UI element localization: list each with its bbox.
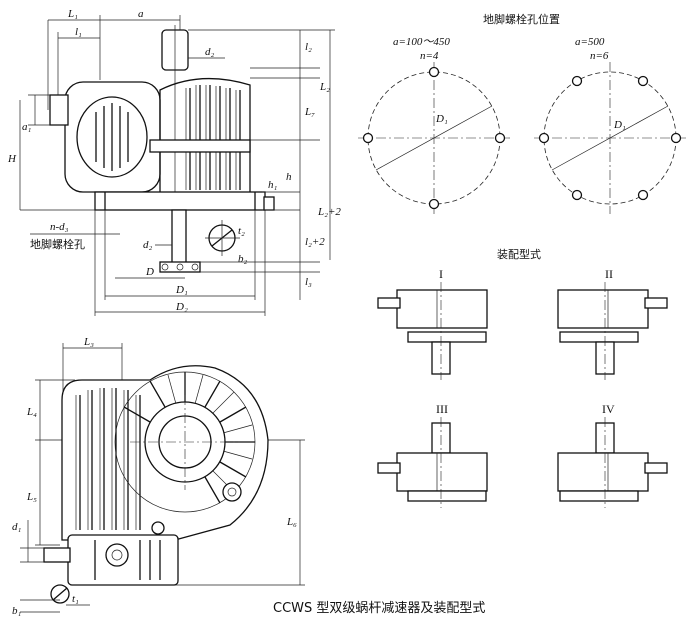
label-d2: d₂ xyxy=(205,46,215,58)
label-d1: d₁ xyxy=(12,521,22,533)
label-l3: l₃ xyxy=(305,276,312,288)
assembly-types: 装配型式 I II III xyxy=(377,247,668,508)
bolt-left-a: a=100～450 xyxy=(393,36,450,48)
label-H: H xyxy=(7,153,17,165)
label-L3: L₃ xyxy=(83,336,94,348)
label-L6: L₆ xyxy=(286,516,297,528)
label-D1: D₁ xyxy=(175,284,188,296)
label-l1: l₁ xyxy=(75,26,82,38)
label-b2: b₂ xyxy=(238,253,248,265)
figure-caption: CCWS 型双级蜗杆减速器及装配型式 xyxy=(273,600,485,616)
side-view: L₃ L₄ L₅ L₆ xyxy=(12,336,305,617)
assembly-label-IV: IV xyxy=(602,402,615,416)
assembly-type-IV: IV xyxy=(557,402,668,508)
housing-fins xyxy=(185,85,241,190)
assembly-title: 装配型式 xyxy=(497,247,541,261)
assembly-label-II: II xyxy=(605,267,613,281)
assembly-label-III: III xyxy=(436,402,448,416)
assembly-type-II: II xyxy=(557,267,668,380)
label-l2: l₂ xyxy=(305,41,312,53)
bolt-right-a: a=500 xyxy=(575,36,605,48)
label-L2: L₂ xyxy=(319,81,330,93)
assembly-type-I: I xyxy=(377,267,488,380)
assembly-type-III: III xyxy=(377,402,488,508)
label-L1: L₁ xyxy=(67,8,78,20)
side-fins xyxy=(75,388,141,530)
bolt-left-D1: D₁ xyxy=(435,113,448,125)
label-L5: L₅ xyxy=(26,491,37,503)
label-b1: b₁ xyxy=(12,605,22,617)
label-h: h xyxy=(286,171,292,183)
label-D: D xyxy=(145,266,154,278)
bolt-hole-layouts: 地脚螺栓孔位置 a=100～450 n=4 D₁ a=500 n=6 D₁ xyxy=(358,12,686,214)
label-t2: t₂ xyxy=(238,225,245,237)
label-L2plus2: L₂+2 xyxy=(317,206,341,218)
bolt-right-n: n=6 xyxy=(590,50,609,62)
label-D2: D₂ xyxy=(175,301,188,313)
assembly-label-I: I xyxy=(439,267,443,281)
label-d2-lower: d₂ xyxy=(143,239,153,251)
label-t1: t₁ xyxy=(72,593,79,605)
label-a: a xyxy=(138,8,144,20)
bolt-left-n: n=4 xyxy=(420,50,439,62)
label-a1: a₁ xyxy=(22,121,32,133)
front-view: L₁ l₁ a d₂ l₂ L₂ L₇ xyxy=(7,8,341,316)
label-L7: L₇ xyxy=(304,106,315,118)
label-l2plus2: l₂+2 xyxy=(305,236,325,248)
bolt-hole-title: 地脚螺栓孔位置 xyxy=(483,12,560,26)
label-nd3: n-d₃ xyxy=(50,221,69,233)
bolt-right-D1: D₁ xyxy=(613,119,626,131)
label-h1: h₁ xyxy=(268,179,278,191)
label-L4: L₄ xyxy=(26,406,37,418)
foot-bolt-label: 地脚螺栓孔 xyxy=(30,237,85,251)
